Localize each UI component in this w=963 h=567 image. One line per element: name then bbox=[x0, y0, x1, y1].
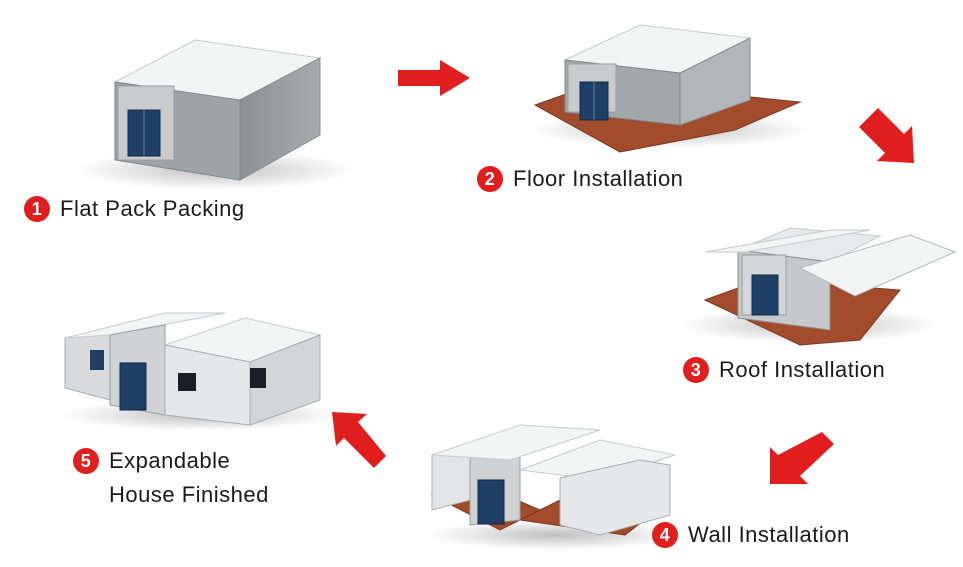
step-2-badge: 2 bbox=[477, 166, 503, 192]
step-2-label: 2 Floor Installation bbox=[477, 162, 683, 196]
step-5-text: Expandable House Finished bbox=[109, 448, 269, 507]
step-5-label: 5 Expandable House Finished bbox=[73, 444, 269, 512]
step-4-badge: 4 bbox=[652, 522, 678, 548]
roof-installation-illustration bbox=[680, 227, 957, 346]
arrow-right-icon bbox=[398, 60, 470, 96]
step-3-badge: 3 bbox=[683, 357, 709, 383]
step-1-badge: 1 bbox=[24, 196, 50, 222]
wall-installation-illustration bbox=[425, 424, 685, 550]
arrow-up-left-icon bbox=[332, 412, 386, 468]
finished-house-illustration bbox=[60, 312, 340, 431]
step-3-text: Roof Installation bbox=[719, 357, 886, 382]
arrow-down-right-icon bbox=[859, 108, 914, 163]
flat-pack-container-illustration bbox=[75, 39, 355, 190]
step-2-text: Floor Installation bbox=[513, 166, 684, 191]
arrow-down-left-icon bbox=[770, 432, 834, 484]
step-1-label: 1 Flat Pack Packing bbox=[24, 192, 245, 226]
step-4-text: Wall Installation bbox=[688, 522, 850, 547]
step-1-text: Flat Pack Packing bbox=[60, 196, 245, 221]
step-5-badge: 5 bbox=[73, 448, 99, 474]
step-4-label: 4 Wall Installation bbox=[652, 518, 850, 552]
step-3-label: 3 Roof Installation bbox=[683, 353, 885, 387]
floor-installation-illustration bbox=[530, 24, 810, 153]
